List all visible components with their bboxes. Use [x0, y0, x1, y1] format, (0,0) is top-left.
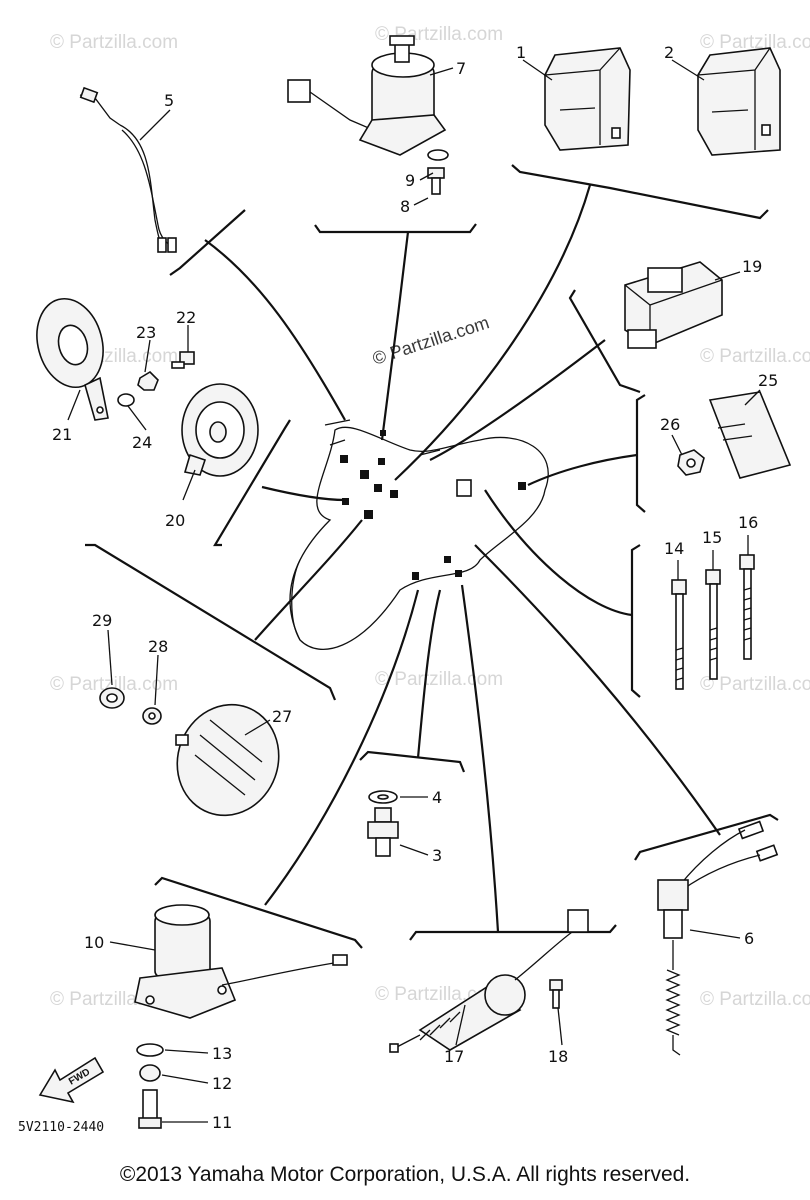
watermark: © Partzilla.com — [50, 32, 178, 53]
part-18-screw — [549, 979, 563, 1009]
callout-10: 10 — [84, 933, 104, 952]
part-15-long-bolt — [705, 569, 721, 680]
part-24-washer — [117, 393, 135, 407]
callout-29: 29 — [92, 611, 112, 630]
callout-leaders — [67, 59, 761, 1123]
part-26-nut — [677, 449, 705, 476]
callout-5: 5 — [164, 91, 174, 110]
callout-18: 18 — [548, 1047, 568, 1066]
part-13-washer — [136, 1043, 164, 1057]
part-10-motor — [134, 904, 348, 1019]
part-11-bolt — [138, 1089, 162, 1129]
leader-lines — [85, 164, 779, 949]
part-20-horn — [181, 383, 259, 477]
exploded-parts-diagram: © Partzilla.com © Partzilla.com © Partzi… — [18, 24, 810, 1135]
part-21-horn — [36, 297, 109, 421]
part-7-ignition-switch — [287, 35, 447, 156]
part-4-washer — [368, 790, 398, 804]
part-1-relay — [543, 47, 631, 151]
watermark: © Partzilla.com — [375, 669, 503, 690]
part-5-sender-lead — [79, 86, 177, 253]
watermark: © Partzilla.com — [700, 989, 810, 1010]
callout-6: 6 — [744, 929, 754, 948]
callout-23: 23 — [136, 323, 156, 342]
part-23-nut — [137, 370, 159, 391]
part-25-reflector — [708, 391, 792, 479]
copyright-notice: ©2013 Yamaha Motor Corporation, U.S.A. A… — [119, 1163, 691, 1186]
callout-13: 13 — [212, 1044, 232, 1063]
part-2-relay — [696, 47, 781, 156]
forward-arrow: FWD — [38, 1056, 105, 1104]
part-19-flasher-unit — [624, 261, 723, 349]
part-3-neutral-switch — [367, 807, 399, 857]
part-8-bolt — [427, 167, 445, 195]
callout-24: 24 — [132, 433, 152, 452]
callout-19: 19 — [742, 257, 762, 276]
part-14-long-bolt — [671, 579, 687, 690]
part-22-bolt — [171, 351, 195, 369]
watermark: © Partzilla.com — [700, 32, 810, 53]
watermark: © Partzilla.com — [370, 312, 492, 369]
callout-28: 28 — [148, 637, 168, 656]
part-12-washer — [139, 1064, 161, 1082]
callout-1: 1 — [516, 43, 526, 62]
callout-3: 3 — [432, 846, 442, 865]
watermark: © Partzilla.com — [50, 674, 178, 695]
frame-outline — [289, 419, 549, 650]
callout-20: 20 — [165, 511, 185, 530]
callout-4: 4 — [432, 788, 442, 807]
callout-8: 8 — [400, 197, 410, 216]
part-17-stop-switch — [389, 909, 589, 1053]
part-27-reflector — [175, 703, 280, 817]
part-28-nut — [142, 707, 162, 725]
callout-12: 12 — [212, 1074, 232, 1093]
callout-labels: 7 9 8 1 2 19 25 26 5 21 24 23 22 20 29 2… — [52, 43, 778, 1132]
part-9-washer — [427, 149, 449, 161]
callout-17: 17 — [444, 1047, 464, 1066]
callout-2: 2 — [664, 43, 674, 62]
callout-22: 22 — [176, 308, 196, 327]
callout-25: 25 — [758, 371, 778, 390]
watermark: © Partzilla.com — [700, 346, 810, 367]
callout-27: 27 — [272, 707, 292, 726]
callout-16: 16 — [738, 513, 758, 532]
part-29-washer — [99, 687, 125, 709]
diagram-code: 5V2110-2440 — [18, 1120, 104, 1135]
callout-7: 7 — [456, 59, 466, 78]
callout-11: 11 — [212, 1113, 232, 1132]
callout-15: 15 — [702, 528, 722, 547]
callout-9: 9 — [405, 171, 415, 190]
callout-14: 14 — [664, 539, 684, 558]
callout-26: 26 — [660, 415, 680, 434]
callout-21: 21 — [52, 425, 72, 444]
watermark: © Partzilla.com — [700, 674, 810, 695]
part-16-long-bolt — [739, 554, 755, 660]
part-6-brake-switch — [657, 820, 779, 1056]
